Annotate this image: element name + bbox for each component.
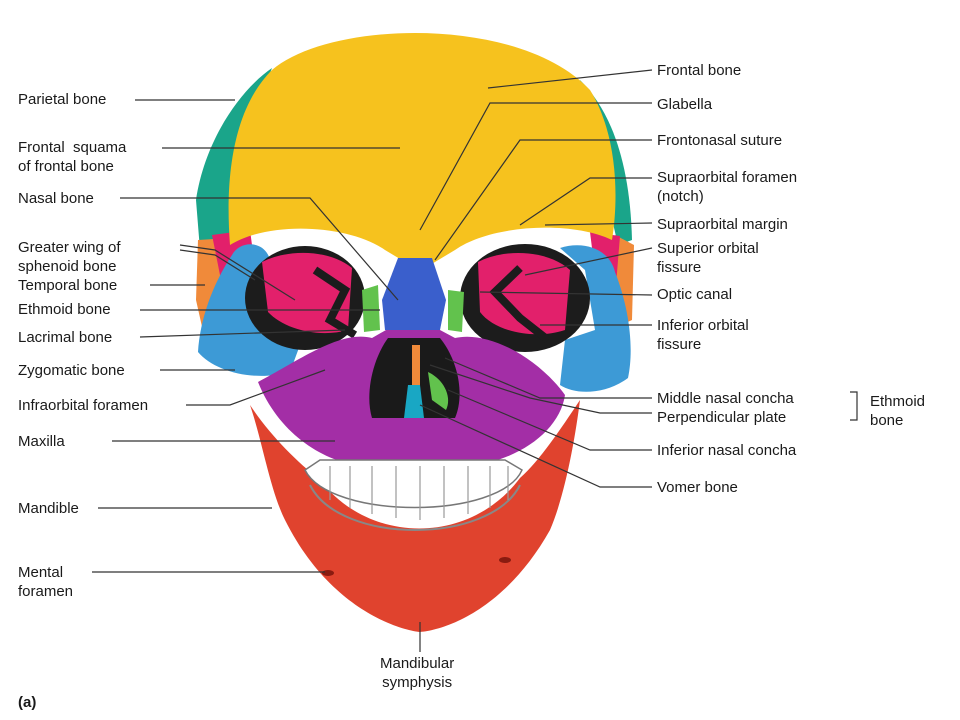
label-glabella: Glabella <box>657 96 713 113</box>
label-mandibular-symphysis: Mandibular symphysis <box>380 655 455 691</box>
middle-concha-shape <box>428 372 449 410</box>
right-orbit-sphenoid <box>478 252 570 335</box>
label-ethmoid-bone: Ethmoid bone <box>18 301 111 318</box>
label-optic-canal: Optic canal <box>657 286 733 303</box>
label-supraorbital-margin: Supraorbital margin <box>657 216 788 233</box>
label-lacrimal-bone: Lacrimal bone <box>18 329 113 346</box>
mental-foramen-right <box>499 557 511 563</box>
zygomatic-bone-right-shape <box>560 245 631 392</box>
panel-tag: (a) <box>18 694 37 711</box>
label-vomer-bone: Vomer bone <box>657 479 738 496</box>
label-inferior-nasal-concha: Inferior nasal concha <box>657 442 797 459</box>
perpendicular-plate-shape <box>412 345 420 385</box>
label-middle-nasal-concha: Middle nasal concha <box>657 390 794 407</box>
label-perpendicular-plate: Perpendicular plate <box>657 409 787 426</box>
vomer-shape <box>404 385 424 418</box>
label-superior-orbital-fissure: Superior orbital fissure <box>657 240 759 276</box>
label-supraorbital-foramen: Supraorbital foramen (notch) <box>657 169 798 205</box>
label-greater-wing: Greater wing of sphenoid bone <box>18 239 121 275</box>
label-frontal-bone: Frontal bone <box>657 62 742 79</box>
ethmoid-right-shape <box>448 290 464 332</box>
label-mental-foramen: Mental foramen <box>18 564 74 600</box>
label-temporal-bone: Temporal bone <box>18 277 118 294</box>
label-infraorbital-foramen: Infraorbital foramen <box>18 397 149 414</box>
label-frontonasal-suture: Frontonasal suture <box>657 132 783 149</box>
right-orbit-fissure <box>489 265 551 344</box>
label-ethmoid-bracket: Ethmoid bone <box>870 393 926 429</box>
label-maxilla: Maxilla <box>18 433 65 450</box>
mental-foramen-left <box>322 570 334 576</box>
teeth-group <box>304 459 523 531</box>
label-nasal-bone: Nasal bone <box>18 190 94 207</box>
label-mandible: Mandible <box>18 500 79 517</box>
leader-lines <box>92 69 858 652</box>
ethmoid-left-shape <box>362 285 380 332</box>
label-zygomatic-bone: Zygomatic bone <box>18 362 125 379</box>
frontal-bone-shape <box>228 32 616 265</box>
nasal-bone-shape <box>382 258 446 330</box>
left-orbit-fissure <box>312 266 358 339</box>
label-inferior-orbital-fissure: Inferior orbital fissure <box>657 317 749 353</box>
label-frontal-squama: Frontal squama of frontal bone <box>18 139 127 175</box>
label-parietal-bone: Parietal bone <box>18 91 107 108</box>
